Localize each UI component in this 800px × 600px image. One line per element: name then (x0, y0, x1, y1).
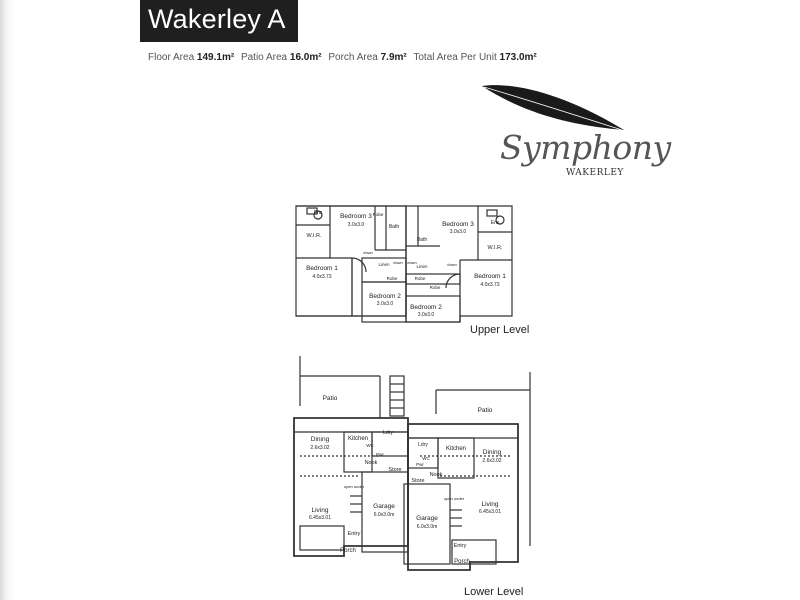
lower-level-title: Lower Level (464, 586, 524, 598)
label-ldry-left: Ldry (383, 430, 393, 436)
label-living-left: Living (312, 507, 329, 514)
label-pwr-left: Pwr (376, 452, 384, 457)
label-nook-left: Nook (365, 460, 378, 466)
floor-area-value: 149.1m² (196, 52, 235, 63)
label-bath-right: Bath (417, 237, 428, 243)
label-open-left: open under (344, 484, 365, 489)
label-porch-right: Porch (454, 559, 470, 565)
label-linen-left: Linen (378, 262, 390, 267)
label-ens-right: Ens (491, 220, 500, 226)
label-robe-1: Robe (387, 276, 398, 281)
dim-bedroom3-right: 3.0x3.0 (450, 229, 467, 235)
label-bedroom2-right: Bedroom 2 (410, 304, 442, 311)
label-bath-left: Bath (389, 224, 400, 230)
lower-level-plan (293, 356, 531, 571)
label-store-right: Store (411, 478, 424, 484)
label-kitchen-left: Kitchen (348, 436, 368, 442)
label-open-right: open under (444, 496, 465, 501)
label-nook-right: Nook (430, 472, 443, 478)
label-ldry-right: Ldry (418, 442, 428, 448)
patio-area-label: Patio Area (240, 52, 288, 63)
upper-level-title: Upper Level (470, 324, 530, 336)
label-dining-left: Dining (311, 436, 330, 443)
label-entry-left: Entry (348, 531, 361, 537)
brand-subtitle: WAKERLEY (566, 168, 624, 178)
label-garage-right: Garage (416, 515, 438, 522)
label-bedroom3-left: Bedroom 3 (340, 213, 372, 220)
dim-dining-left: 2.6x3.02 (310, 445, 329, 451)
label-robe-2: Robe (415, 276, 426, 281)
dim-bedroom1-right: 4.0x3.73 (480, 282, 499, 288)
label-down-1: down (363, 250, 373, 255)
label-patio-left: Patio (323, 395, 338, 402)
label-dining-right: Dining (483, 449, 502, 456)
dim-bedroom2-left: 3.0x3.0 (377, 301, 394, 307)
label-bedroom3-right: Bedroom 3 (442, 221, 474, 228)
page-title: Wakerley A (148, 4, 286, 34)
label-wc-right: WC (422, 456, 430, 461)
dim-bedroom1-left: 4.0x3.73 (312, 274, 331, 280)
label-bedroom2-left: Bedroom 2 (369, 293, 401, 300)
total-area-value: 173.0m² (499, 52, 537, 63)
porch-area-label: Porch Area (328, 52, 378, 63)
label-linen-right: Linen (416, 264, 428, 269)
label-store-left: Store (388, 467, 401, 473)
dim-garage-right: 6.0x3.0m (417, 524, 438, 530)
brand-logo: Symphony (500, 128, 671, 167)
patio-area-value: 16.0m² (289, 52, 322, 63)
plan-labels: Bedroom 3 3.0x3.0 Bedroom 3 3.0x3.0 Bedr… (306, 210, 506, 565)
label-down-2: down (393, 260, 403, 265)
label-ens-left: Ens (314, 210, 323, 216)
total-area-label: Total Area Per Unit (413, 52, 497, 63)
dim-garage-left: 6.0x3.0m (374, 512, 395, 518)
label-down-4: down (447, 262, 457, 267)
area-summary: Floor Area 149.1m² Patio Area 16.0m² Por… (148, 52, 541, 63)
label-bedroom1-left: Bedroom 1 (306, 265, 338, 272)
label-wir-right: W.I.R. (488, 245, 503, 251)
label-robe-4: Robe (373, 212, 384, 217)
label-wc-left: WC (366, 443, 374, 448)
label-wir-left: W.I.R. (307, 233, 322, 239)
label-kitchen-right: Kitchen (446, 446, 466, 452)
dim-bedroom2-right: 3.0x3.0 (418, 312, 435, 318)
label-porch-left: Porch (340, 548, 356, 554)
label-patio-right: Patio (478, 407, 493, 414)
dim-living-right: 6.45x3.01 (479, 509, 501, 515)
label-pwr-right: Pwr (416, 462, 424, 467)
leaf-icon (482, 85, 624, 131)
label-robe-3: Robe (430, 285, 441, 290)
title-bar (140, 0, 298, 42)
dim-dining-right: 2.6x3.02 (482, 458, 501, 464)
upper-level-plan (295, 205, 513, 323)
label-down-3: down (407, 260, 417, 265)
label-living-right: Living (482, 501, 499, 508)
dim-bedroom3-left: 3.0x3.0 (348, 222, 365, 228)
label-entry-right: Entry (454, 543, 467, 549)
label-garage-left: Garage (373, 503, 395, 510)
floor-area-label: Floor Area (148, 52, 195, 63)
dim-living-left: 6.45x3.01 (309, 515, 331, 521)
porch-area-value: 7.9m² (380, 52, 407, 63)
label-bedroom1-right: Bedroom 1 (474, 273, 506, 280)
